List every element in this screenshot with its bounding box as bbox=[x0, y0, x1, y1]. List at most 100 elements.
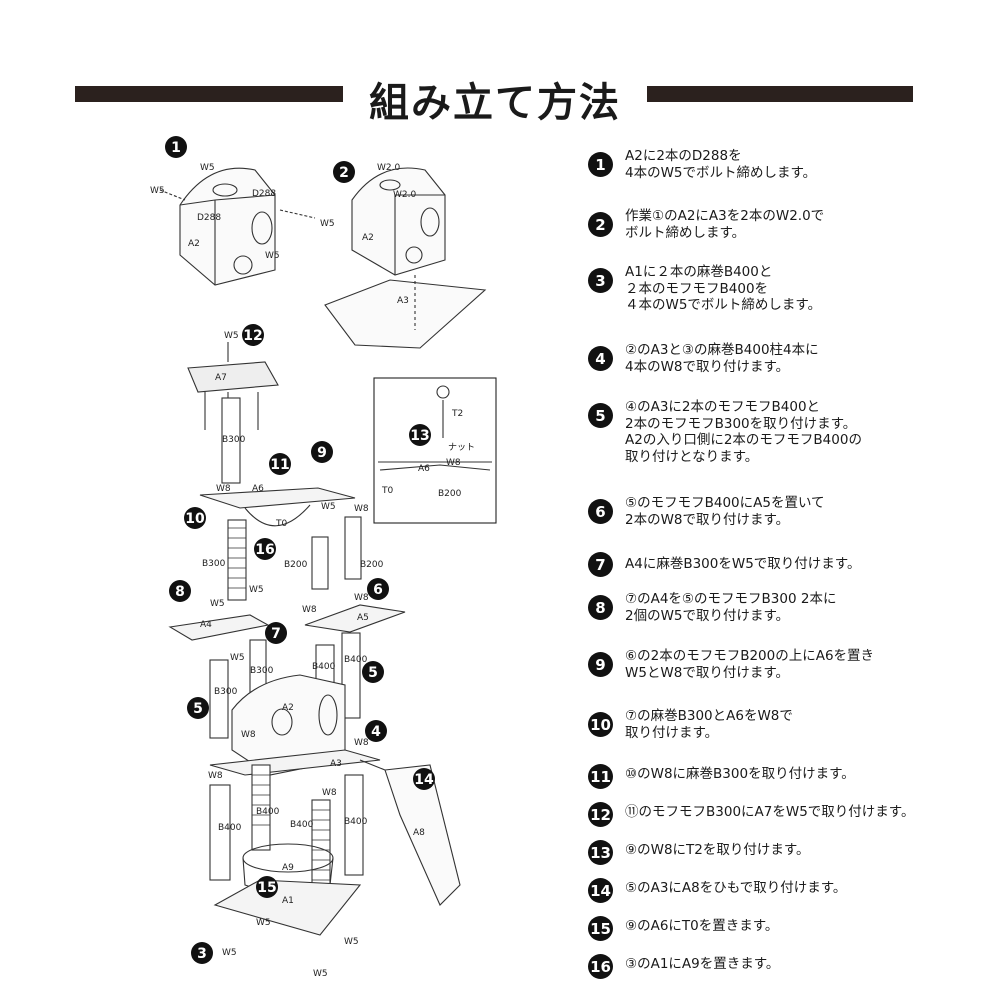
label-a3: A3 bbox=[330, 759, 342, 769]
step-text: ⑩のW8に麻巻B300を取り付けます。 bbox=[625, 766, 855, 782]
label-t0: T0 bbox=[275, 519, 287, 529]
label-b400-rope-b: B400 bbox=[290, 820, 314, 830]
step-number: 11 bbox=[588, 764, 613, 789]
marker-6: 6 bbox=[367, 578, 389, 600]
marker-7: 7 bbox=[265, 622, 287, 644]
svg-text:1: 1 bbox=[171, 140, 181, 156]
step-7: 7 A4に麻巻B300をW5で取り付けます。 bbox=[588, 548, 860, 577]
label-w5-a1b: W5 bbox=[344, 937, 359, 947]
step-number: 3 bbox=[588, 268, 613, 293]
marker-11: 11 bbox=[269, 453, 291, 475]
step-16: 16 ③のA1にA9を置きます。 bbox=[588, 950, 779, 979]
label-w8-a6: W8 bbox=[216, 484, 231, 494]
step-9: 9 ⑥の2本のモフモフB200の上にA6を置き W5とW8で取り付けます。 bbox=[588, 648, 874, 681]
step-number: 13 bbox=[588, 840, 613, 865]
step-8: 8 ⑦のA4を⑤のモフモフB300 2本に 2個のW5で取り付けます。 bbox=[588, 591, 836, 624]
marker-13: 13 bbox=[409, 424, 431, 446]
step-number: 10 bbox=[588, 712, 613, 737]
marker-5a: 5 bbox=[362, 661, 384, 683]
step-number: 15 bbox=[588, 916, 613, 941]
step-number: 8 bbox=[588, 595, 613, 620]
step-text: ⑨のW8にT2を取り付けます。 bbox=[625, 842, 810, 858]
marker-2: 2 bbox=[333, 161, 355, 183]
step-text: ④のA3に2本のモフモフB400と 2本のモフモフB300を取り付けます。 A2… bbox=[625, 399, 862, 465]
svg-text:13: 13 bbox=[410, 428, 429, 444]
label-a3-s2: A3 bbox=[397, 296, 409, 306]
marker-1: 1 bbox=[165, 136, 187, 158]
label-b200-a: B200 bbox=[284, 560, 308, 570]
step-text: A2に2本のD288を 4本のW5でボルト締めします。 bbox=[625, 148, 817, 181]
svg-text:4: 4 bbox=[371, 724, 381, 740]
marker-16: 16 bbox=[254, 538, 276, 560]
step-text: 作業①のA2にA3を2本のW2.0で ボルト締めします。 bbox=[625, 208, 825, 241]
step-11: 11 ⑩のW8に麻巻B300を取り付けます。 bbox=[588, 760, 855, 789]
step-number: 16 bbox=[588, 954, 613, 979]
label-w8-low-b: W8 bbox=[322, 788, 337, 798]
label-a7: A7 bbox=[215, 373, 227, 383]
marker-3: 3 bbox=[191, 942, 213, 964]
label-w8-a2: W8 bbox=[241, 730, 256, 740]
svg-text:16: 16 bbox=[255, 542, 274, 558]
step-number: 4 bbox=[588, 346, 613, 371]
label-t2: T2 bbox=[451, 409, 463, 419]
step-text: ⑤のモフモフB400にA5を置いて 2本のW8で取り付けます。 bbox=[625, 495, 825, 528]
marker-4: 4 bbox=[365, 720, 387, 742]
label-w8-a5b: W8 bbox=[354, 593, 369, 603]
label-b300-mid: B300 bbox=[250, 666, 274, 676]
page-title: 組み立て方法 bbox=[369, 80, 621, 126]
label-w5-s1a: W5 bbox=[150, 186, 165, 196]
svg-text:15: 15 bbox=[257, 880, 276, 896]
label-w8-a3: W8 bbox=[354, 738, 369, 748]
label-w5-a4: W5 bbox=[210, 599, 225, 609]
cube-step2-illustration bbox=[324, 167, 487, 349]
label-w20-b: W2.0 bbox=[393, 190, 416, 200]
step-number: 12 bbox=[588, 802, 613, 827]
label-a6: A6 bbox=[252, 484, 264, 494]
label-w5-s1d: W5 bbox=[320, 219, 335, 229]
step-text: A4に麻巻B300をW5で取り付けます。 bbox=[625, 556, 861, 572]
step-number: 6 bbox=[588, 499, 613, 524]
label-w8-inset: W8 bbox=[446, 458, 461, 468]
step-10: 10 ⑦の麻巻B300とA6をW8で 取り付けます。 bbox=[588, 708, 793, 741]
step-text: ⑥の2本のモフモフB200の上にA6を置き W5とW8で取り付けます。 bbox=[625, 648, 875, 681]
step-text: ②のA3と③の麻巻B400柱4本に 4本のW8で取り付けます。 bbox=[625, 342, 819, 375]
step-number: 7 bbox=[588, 552, 613, 577]
svg-text:9: 9 bbox=[317, 445, 327, 461]
svg-text:12: 12 bbox=[243, 328, 262, 344]
step-15: 15 ⑨のA6にT0を置きます。 bbox=[588, 912, 778, 941]
label-d288-a: D288 bbox=[252, 189, 276, 199]
label-b400-mid-b: B400 bbox=[344, 655, 368, 665]
label-a2: A2 bbox=[282, 703, 294, 713]
label-w8-a6b: W8 bbox=[354, 504, 369, 514]
svg-text:7: 7 bbox=[271, 626, 281, 642]
step-1: 1 A2に2本のD288を 4本のW5でボルト締めします。 bbox=[588, 148, 816, 181]
label-a6-inset: A6 bbox=[418, 464, 430, 474]
label-w5-a1a: W5 bbox=[256, 918, 271, 928]
step-13: 13 ⑨のW8にT2を取り付けます。 bbox=[588, 836, 810, 865]
label-t0-inset: T0 bbox=[381, 486, 393, 496]
label-b300-top: B300 bbox=[222, 435, 246, 445]
step-5: 5 ④のA3に2本のモフモフB400と 2本のモフモフB300を取り付けます。 … bbox=[588, 399, 862, 465]
label-w8-low-a: W8 bbox=[208, 771, 223, 781]
svg-text:6: 6 bbox=[373, 582, 383, 598]
label-b400-rope-a: B400 bbox=[256, 807, 280, 817]
step-text: ⑨のA6にT0を置きます。 bbox=[625, 918, 779, 934]
step-text: ⑪のモフモフB300にA7をW5で取り付けます。 bbox=[625, 804, 915, 820]
cube-step1-illustration bbox=[159, 167, 316, 286]
title-bar-left bbox=[75, 86, 343, 102]
svg-text:11: 11 bbox=[270, 457, 289, 473]
label-b400-low-b: B400 bbox=[344, 817, 368, 827]
step-6: 6 ⑤のモフモフB400にA5を置いて 2本のW8で取り付けます。 bbox=[588, 495, 825, 528]
marker-10: 10 bbox=[184, 507, 206, 529]
marker-9: 9 bbox=[311, 441, 333, 463]
label-b400-low-a: B400 bbox=[218, 823, 242, 833]
label-b200-b: B200 bbox=[360, 560, 384, 570]
label-w5-b300: W5 bbox=[230, 653, 245, 663]
step-text: ⑦の麻巻B300とA6をW8で 取り付けます。 bbox=[625, 708, 793, 741]
label-b400-mid-a: B400 bbox=[312, 662, 336, 672]
marker-14: 14 bbox=[413, 768, 435, 790]
title-bar-right bbox=[647, 86, 913, 102]
svg-text:5: 5 bbox=[368, 665, 378, 681]
step-text: A1に２本の麻巻B400と ２本のモフモフB400を ４本のW5でボルト締めしま… bbox=[625, 264, 822, 313]
label-d288-b: D288 bbox=[197, 213, 221, 223]
